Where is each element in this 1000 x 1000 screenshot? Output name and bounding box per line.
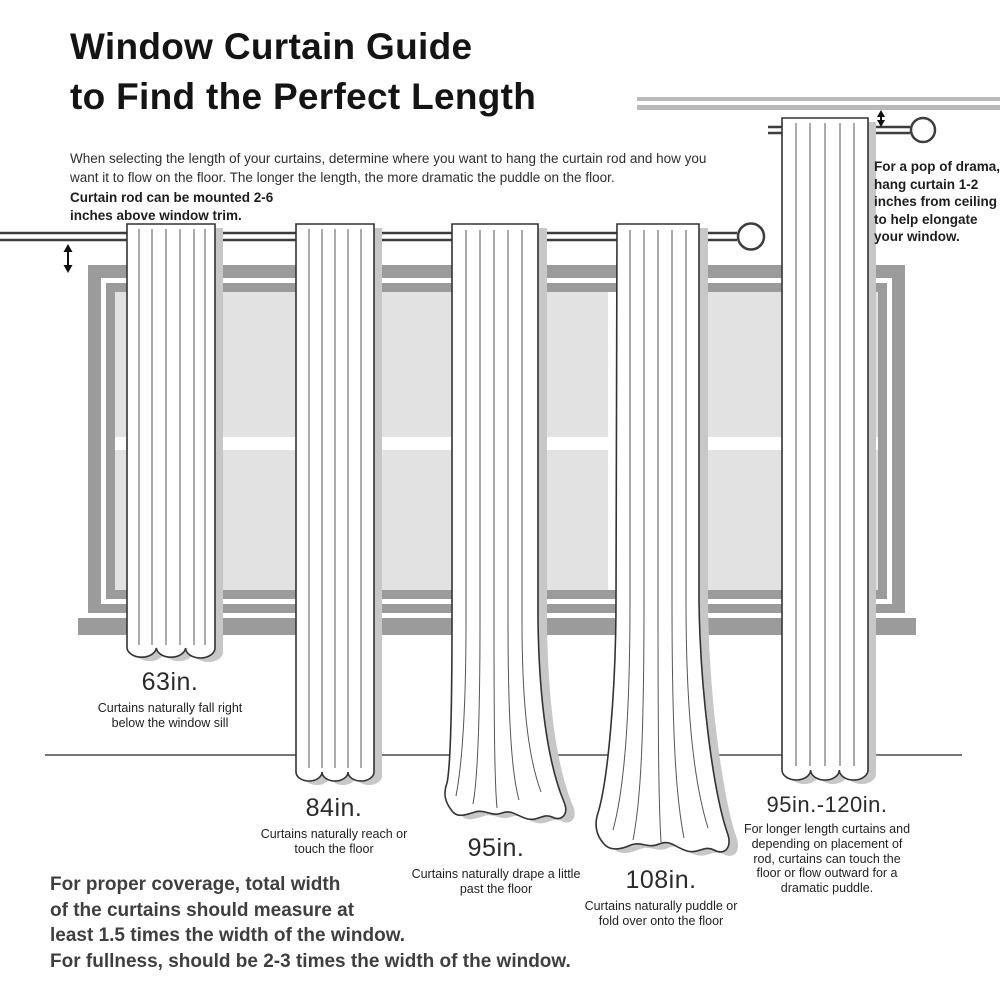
curtain-84-length: 84in. <box>305 794 363 822</box>
curtain-95-label: 95in. Curtains naturally drape a little … <box>411 834 581 897</box>
ceiling-line <box>637 97 1000 110</box>
curtain-folds <box>612 230 709 843</box>
curtain-84-label: 84in. Curtains naturally reach or touch … <box>259 794 409 857</box>
ceiling-gap-arrow-icon <box>877 110 885 127</box>
curtain-108-label: 108in. Curtains naturally puddle or fold… <box>575 866 747 929</box>
curtain-panel <box>126 223 216 659</box>
curtain-95-120-desc: For longer length curtains and depending… <box>743 822 911 895</box>
curtain-folds <box>138 229 206 645</box>
curtain-63-label: 63in. Curtains naturally fall right belo… <box>85 668 255 731</box>
intro-text: When selecting the length of your curtai… <box>70 151 707 185</box>
curtain-63-length: 63in. <box>141 668 199 696</box>
curtain-folds <box>795 123 855 766</box>
curtain-95-120 <box>781 117 876 785</box>
rod-mount-note: Curtain rod can be mounted 2-6 inches ab… <box>70 190 274 223</box>
curtain-folds <box>308 229 362 768</box>
window-mullion-vertical <box>608 292 619 590</box>
title-line-1: Window Curtain Guide <box>70 26 473 67</box>
coverage-note-line: For proper coverage, total width <box>50 874 341 895</box>
curtain-95-desc: Curtains naturally drape a little past t… <box>411 867 581 896</box>
coverage-note-line: For fullness, should be 2-3 times the wi… <box>50 950 571 972</box>
title-line-2: to Find the Perfect Length <box>70 76 537 117</box>
page-title: Window Curtain Guide to Find the Perfect… <box>70 22 536 122</box>
curtain-108 <box>595 223 739 856</box>
curtain-95-length: 95in. <box>467 834 525 862</box>
curtain-108-desc: Curtains naturally puddle or fold over o… <box>584 899 738 928</box>
curtain-panel <box>444 223 567 821</box>
curtain-95-120-length: 95in.-120in. <box>766 792 888 817</box>
rod-finial <box>909 116 937 144</box>
coverage-note-line: least 1.5 times the width of the window. <box>50 925 406 946</box>
curtain-63-desc: Curtains naturally fall right below the … <box>97 701 243 730</box>
curtain-folds <box>455 230 542 809</box>
curtain-panel <box>595 223 730 853</box>
rod-finial <box>736 222 766 251</box>
curtain-84-desc: Curtains naturally reach or touch the fl… <box>260 827 408 856</box>
curtain-95 <box>444 223 575 824</box>
curtain-95-120-label: 95in.-120in. For longer length curtains … <box>743 792 911 896</box>
curtain-108-length: 108in. <box>625 866 697 894</box>
curtain-84 <box>295 223 382 785</box>
coverage-note: For proper coverage, total width of the … <box>50 872 571 974</box>
coverage-note-line: of the curtains should measure at <box>50 899 355 921</box>
ceiling-drama-note: For a pop of drama, hang curtain 1-2 inc… <box>874 159 1000 245</box>
curtain-63 <box>126 223 223 662</box>
mount-gap-arrow-icon <box>63 244 73 273</box>
